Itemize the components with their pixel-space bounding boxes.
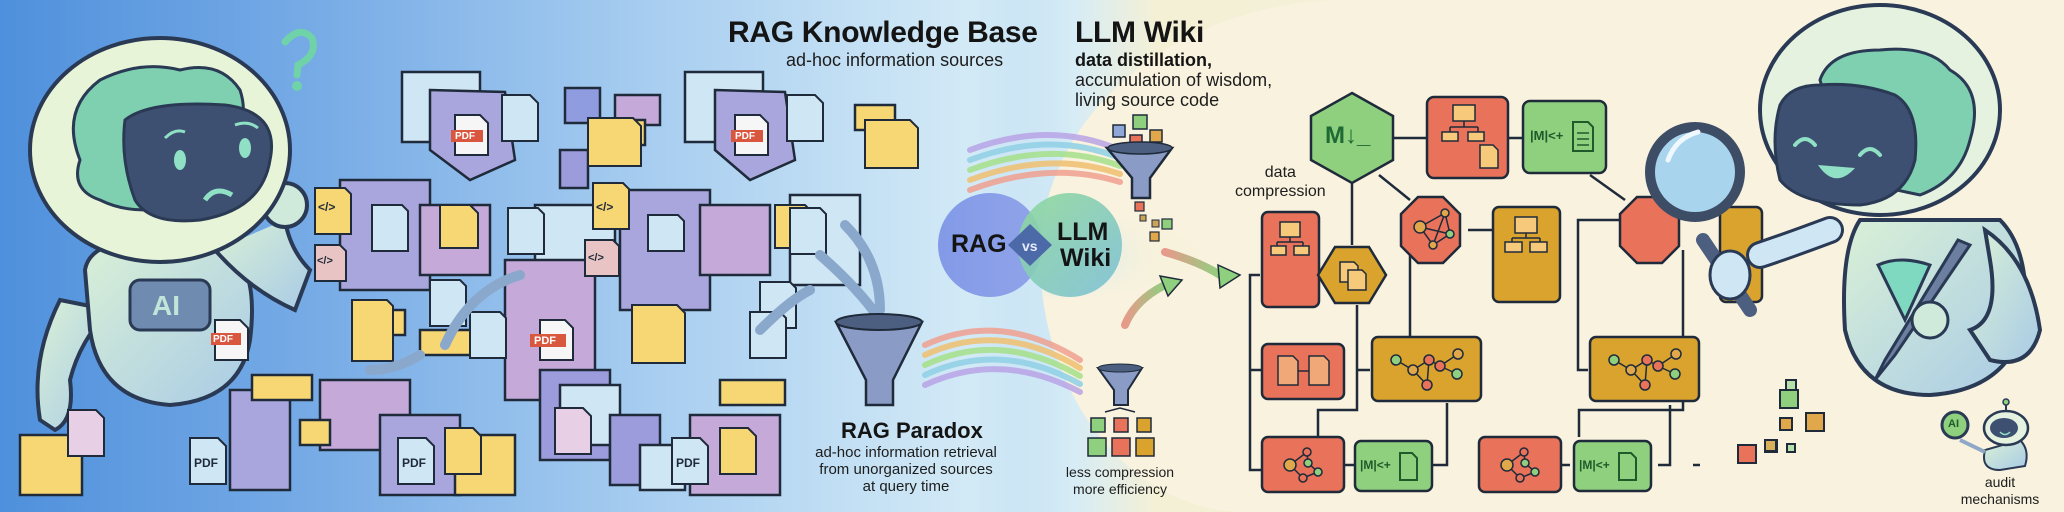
folder-icon <box>1452 104 1476 122</box>
pdf-label: PDF <box>455 131 475 142</box>
less-compression-label: less compression more efficiency <box>1052 464 1188 498</box>
audit-mechanisms-label: audit mechanisms <box>1950 474 2050 508</box>
pdf-file-icon <box>530 319 574 361</box>
rag-funnel-icon <box>833 313 925 407</box>
code-label: </> <box>317 255 333 267</box>
wiki-funnel-top-icon <box>1104 114 1175 242</box>
code-label: </> <box>318 200 336 214</box>
vs-wiki-label-2: Wiki <box>1060 244 1112 272</box>
pdf-documents <box>189 114 769 485</box>
pdf-file-icon <box>211 319 249 361</box>
network-node-amber[interactable] <box>1588 335 1701 403</box>
code-label: </> <box>588 252 604 264</box>
happy-robot <box>1645 3 2043 398</box>
robot-chest-plate <box>1875 258 1933 324</box>
rag-vs-wiki-venn <box>938 193 1122 297</box>
pdf-file-icon <box>397 437 435 485</box>
doc-compare-node-red[interactable] <box>1260 342 1346 401</box>
less-compression-line: less compression <box>1065 464 1175 480</box>
llm-wiki-subtitle-line: living source code <box>1075 90 1220 110</box>
network-node-red[interactable] <box>1477 435 1563 494</box>
wiki-funnel-bottom-icon <box>1087 363 1155 457</box>
code-label: </> <box>596 200 614 214</box>
audit-badge-label: AI <box>1948 418 1959 430</box>
pdf-label: PDF <box>676 456 700 470</box>
pdf-file-icon <box>189 437 227 485</box>
rainbow-streams <box>922 132 1123 395</box>
network-node-red[interactable] <box>1260 435 1346 494</box>
robot-visor <box>122 102 273 223</box>
hierarchy-node-amber[interactable] <box>1491 205 1562 304</box>
data-compression-line: data <box>1264 164 1296 181</box>
converter-node-green[interactable] <box>1572 439 1653 493</box>
audit-robot <box>1940 398 2030 472</box>
robot-hand <box>1708 249 1752 301</box>
pdf-label: PDF <box>194 456 218 470</box>
audit-line: mechanisms <box>1960 491 2040 507</box>
hierarchy-node-red[interactable] <box>1425 95 1510 180</box>
rag-circle <box>938 193 1042 297</box>
question-mark-icon <box>281 28 317 79</box>
wiki-connector-lines <box>1248 136 1725 472</box>
llm-wiki-subtitle-bold: data distillation, <box>1075 50 1213 70</box>
converter-label: |M|<+ <box>1360 458 1391 472</box>
rag-kb-title: RAG Knowledge Base <box>728 16 1038 49</box>
vs-rag-label: RAG <box>951 230 1007 258</box>
llm-wiki-title: LLM Wiki <box>1075 16 1204 49</box>
rag-paradox-description: ad-hoc information retrieval from unorga… <box>812 444 1000 495</box>
confused-robot <box>28 28 317 433</box>
robot-visor <box>1773 82 1918 207</box>
pdf-file-icon <box>451 114 489 156</box>
pdf-label: PDF <box>402 456 426 470</box>
markdown-label: M↓_ <box>1325 122 1371 149</box>
paradox-line: at query time <box>862 478 950 495</box>
audit-line: audit <box>1984 474 2016 490</box>
graph-octagon-node[interactable] <box>1399 195 1462 265</box>
llm-wiki-subtitle-line: accumulation of wisdom, <box>1075 70 1273 90</box>
pdf-label: PDF <box>735 131 755 142</box>
converter-node-green[interactable] <box>1353 439 1434 493</box>
pdf-label: PDF <box>213 334 233 345</box>
less-compression-line: more efficiency <box>1073 481 1167 497</box>
document-icon <box>1479 144 1499 169</box>
converter-label: |M|<+ <box>1579 458 1610 472</box>
robot-left-arm <box>1749 219 1841 266</box>
robot-right-arm <box>1966 225 2043 364</box>
ai-badge-icon <box>1940 410 1970 440</box>
document-icon <box>1572 121 1594 152</box>
paradox-line: from unorganized sources <box>819 461 993 478</box>
data-compression-line: compression <box>1235 183 1326 200</box>
vs-label: vs <box>1022 238 1038 254</box>
pdf-file-icon <box>731 114 769 156</box>
hierarchy-node-red-tall[interactable] <box>1260 210 1321 309</box>
robot-left-arm <box>35 297 115 433</box>
vs-diamond <box>1008 224 1052 266</box>
vs-wiki-label-1: LLM <box>1057 218 1109 246</box>
flow-arrows <box>1121 248 1242 329</box>
markdown-hex-node[interactable] <box>1309 91 1395 185</box>
network-node-amber[interactable] <box>1370 335 1483 403</box>
converter-node-green[interactable] <box>1521 99 1608 175</box>
data-compression-label: data compression <box>1235 163 1326 201</box>
pdf-label: PDF <box>534 335 556 347</box>
paradox-line: ad-hoc information retrieval <box>815 444 997 461</box>
docs-hex-node-amber[interactable] <box>1316 245 1388 305</box>
ai-chest-label: AI <box>152 290 180 321</box>
robot-chest-plate <box>128 278 212 332</box>
pdf-file-icon <box>671 437 709 485</box>
converter-label: |M|<+ <box>1530 128 1564 143</box>
output-squares <box>1737 379 1825 464</box>
rag-kb-subtitle: ad-hoc information sources <box>786 50 1004 70</box>
wiki-circle <box>1018 193 1122 297</box>
robot-right-arm <box>213 219 313 313</box>
rag-paradox-title: RAG Paradox <box>841 418 983 443</box>
